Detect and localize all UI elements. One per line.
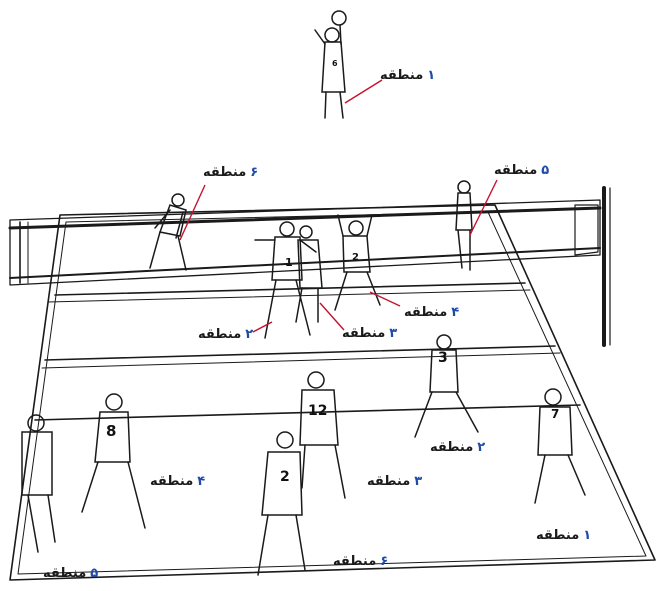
zone-number: ۳ [389,326,397,341]
jersey-number: 6 [332,59,338,68]
zone-word: منطقه [203,165,246,180]
zone-word: منطقه [367,474,410,489]
zone-label-blocker-left: ۲ منطقه [198,327,253,342]
player-opp-right [456,181,472,270]
pointer-line [470,180,497,235]
zone-number: ۱ [427,68,435,83]
zone-label-receiver-left: ۴ منطقه [150,474,205,489]
court-line [45,346,555,360]
zone-label-opp-left: ۶ منطقه [203,165,258,180]
zone-word: منطقه [43,566,86,581]
jersey-number: 2 [280,469,290,485]
zone-number: ۳ [414,474,422,489]
zone-label-back-right: ۱ منطقه [536,528,591,543]
player-back-left [22,415,55,552]
zone-number: ۲ [245,327,253,342]
court-line [42,353,560,368]
zone-word: منطقه [198,327,241,342]
zone-label-back-center: ۶ منطقه [333,554,388,569]
zone-label-back-left: ۵ منطقه [43,566,98,581]
court-outline-inner [18,212,646,574]
zone-number: ۵ [90,566,98,581]
player-receiver-center [300,372,345,498]
jersey-number: 8 [106,422,116,440]
player-receiver-left [82,394,145,528]
jersey-number: 1 [285,256,293,269]
zone-number: ۴ [451,305,459,320]
net-band [10,208,600,228]
zone-label-server: ۱ منطقه [380,68,435,83]
zone-word: منطقه [536,528,579,543]
court-line [48,290,530,302]
zone-label-receiver-center: ۳ منطقه [367,474,422,489]
jersey-number: 7 [551,407,559,421]
player-opp-left [150,194,186,270]
zone-label-blocker-mid: ۳ منطقه [342,326,397,341]
zone-word: منطقه [380,68,423,83]
court-line [55,283,525,295]
jersey-number: 2 [352,252,359,263]
zone-word: منطقه [404,305,447,320]
zone-label-receiver-right: ۲ منطقه [430,440,485,455]
zone-word: منطقه [494,163,537,178]
jersey-number: 3 [438,350,448,366]
zone-label-blocker-right: ۴ منطقه [404,305,459,320]
pointer-line [320,303,344,330]
zone-word: منطقه [150,474,193,489]
zone-label-opp-right: ۵ منطقه [494,163,549,178]
zone-number: ۱ [583,528,591,543]
zone-number: ۶ [380,554,388,569]
zone-number: ۲ [477,440,485,455]
zone-word: منطقه [430,440,473,455]
zone-word: منطقه [333,554,376,569]
pointer-line [253,322,272,332]
zone-number: ۵ [541,163,549,178]
zone-number: ۴ [197,474,205,489]
jersey-number: 12 [308,403,327,419]
player-blocker-mid [296,226,322,322]
zone-word: منطقه [342,326,385,341]
player-server [315,11,346,118]
pointer-line [345,80,382,103]
zone-number: ۶ [250,165,258,180]
player-back-center [258,432,305,575]
